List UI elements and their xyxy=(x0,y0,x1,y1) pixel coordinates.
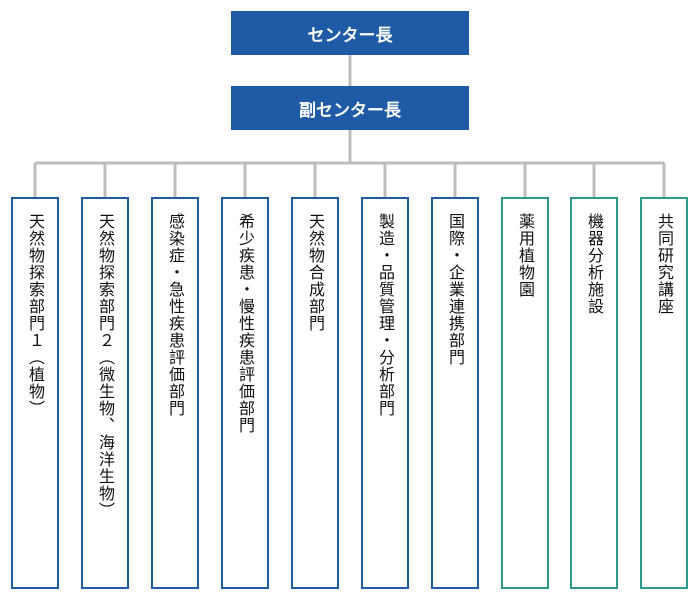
department-box-5: 天然物合成部門 xyxy=(291,197,339,589)
department-box-2: 天然物探索部門２（微生物、海洋生物） xyxy=(81,197,129,589)
department-box-4: 希少疾患・慢性疾患評価部門 xyxy=(221,197,269,589)
vice-director-box: 副センター長 xyxy=(231,86,469,130)
department-box-8: 薬用植物園 xyxy=(501,197,549,589)
director-box: センター長 xyxy=(231,11,469,55)
department-box-7: 国際・企業連携部門 xyxy=(431,197,479,589)
department-label-8: 薬用植物園 xyxy=(516,213,535,298)
department-label-9: 機器分析施設 xyxy=(585,213,604,315)
department-box-10: 共同研究講座 xyxy=(640,197,688,589)
department-label-10: 共同研究講座 xyxy=(655,213,674,315)
department-box-3: 感染症・急性疾患評価部門 xyxy=(151,197,199,589)
department-box-1: 天然物探索部門１（植物） xyxy=(11,197,59,589)
department-box-6: 製造・品質管理・分析部門 xyxy=(361,197,409,589)
department-label-6: 製造・品質管理・分析部門 xyxy=(376,213,395,417)
department-label-1: 天然物探索部門１（植物） xyxy=(26,213,45,417)
department-label-5: 天然物合成部門 xyxy=(306,213,325,332)
director-label: センター長 xyxy=(307,25,393,46)
department-label-4: 希少疾患・慢性疾患評価部門 xyxy=(236,213,255,434)
vice-director-label: 副センター長 xyxy=(299,100,401,121)
department-label-3: 感染症・急性疾患評価部門 xyxy=(166,213,185,417)
department-box-9: 機器分析施設 xyxy=(570,197,618,589)
department-label-7: 国際・企業連携部門 xyxy=(446,213,465,366)
department-label-2: 天然物探索部門２（微生物、海洋生物） xyxy=(96,213,115,519)
